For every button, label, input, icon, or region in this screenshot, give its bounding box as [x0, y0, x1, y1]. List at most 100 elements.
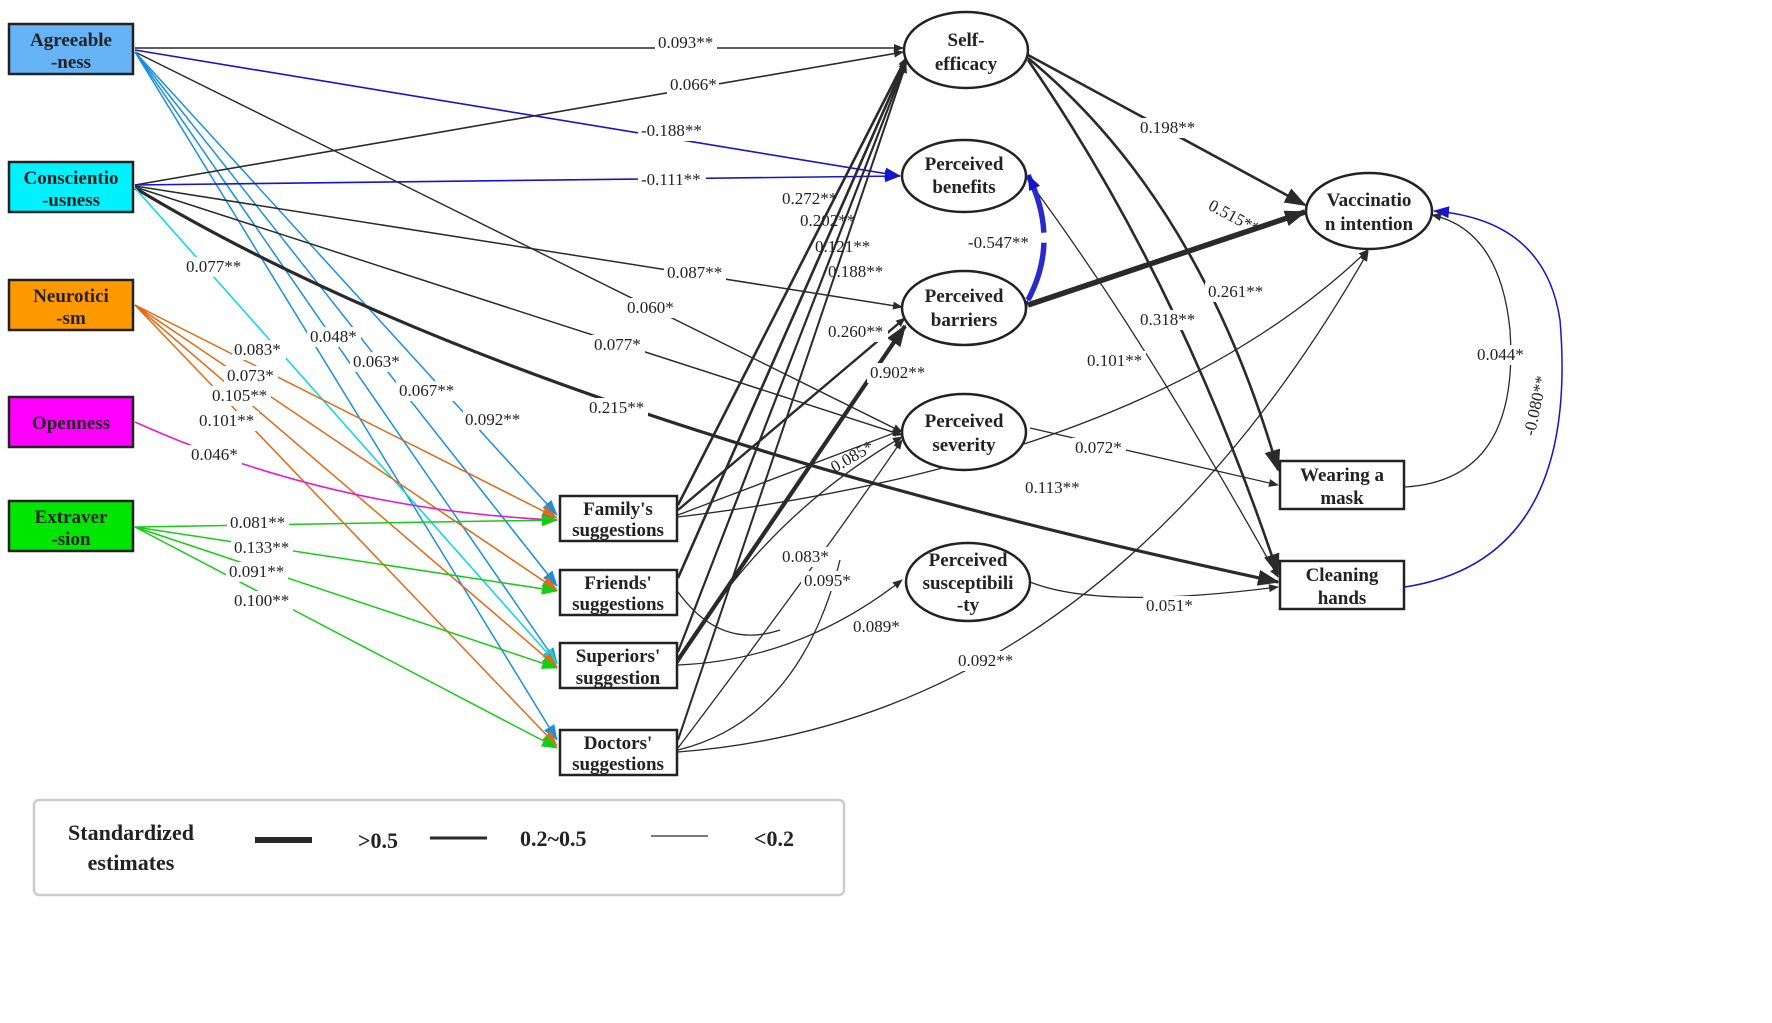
coef-selfefficacy-mask: 0.261**: [1208, 282, 1263, 301]
node-label: benefits: [932, 177, 995, 198]
node-vaccination-intention: Vaccinatio n intention: [1304, 171, 1434, 251]
legend-label-thin: <0.2: [754, 826, 794, 851]
edge-mask-vaccination: [1404, 213, 1512, 488]
coef-extra-superiors: 0.091**: [229, 562, 284, 581]
node-label: Openness: [32, 413, 110, 434]
coef-doctors-severity: 0.085*: [827, 437, 877, 477]
node-openness: Openness: [7, 395, 135, 449]
node-perceived-barriers: Perceived barriers: [900, 269, 1028, 347]
coef-barriers-vaccination: 0.515**: [1205, 196, 1263, 239]
node-perceived-severity: Perceived severity: [900, 392, 1028, 472]
node-label: Friends': [584, 573, 652, 594]
coef-superiors-severity: 0.902**: [870, 363, 925, 382]
node-label: Family's: [583, 499, 653, 520]
edge-neuro-superiors: [134, 304, 558, 668]
node-label: -sm: [56, 308, 86, 329]
node-cleaning-hands: Cleaning hands: [1278, 559, 1406, 611]
edge-friends-susceptibility: [677, 591, 781, 636]
edge-labels: 0.093** 0.066* -0.188** -0.111** 0.272**…: [183, 33, 1551, 671]
coef-benefits-hands: 0.101**: [1087, 351, 1142, 370]
edge-benefits-barriers: [1015, 173, 1047, 317]
node-perceived-susceptibility: Perceived susceptibili -ty: [904, 541, 1032, 623]
node-self-efficacy: Self- efficacy: [902, 10, 1030, 90]
node-doctors-suggestions: Doctors' suggestions: [558, 728, 679, 777]
edge-agree-benefits: [134, 49, 901, 180]
path-edges: [134, 44, 1563, 753]
edge-hands-vaccination: [1404, 206, 1563, 588]
node-label: Vaccinatio: [1327, 190, 1412, 211]
node-label: barriers: [931, 310, 997, 331]
edge-doctors-vaccination: [677, 251, 1369, 753]
coef-neuro-doctors: 0.101**: [199, 411, 254, 430]
node-agreeableness: Agreeable -ness: [7, 22, 135, 76]
node-label: efficacy: [935, 54, 998, 75]
edge-severity-mask: [1029, 427, 1279, 487]
legend-box: [32, 798, 846, 897]
coef-agree-severity: 0.060*: [627, 298, 674, 317]
node-label: severity: [932, 435, 996, 456]
legend-label-medium: 0.2~0.5: [520, 826, 586, 851]
edge-agree-superiors: [134, 51, 558, 664]
node-label: suggestions: [572, 520, 664, 541]
diagram-nodes: Agreeable -ness Conscientio -usness Neur…: [7, 10, 1434, 777]
coef-neuro-family: 0.083*: [234, 340, 281, 359]
coef-friends-selfefficacy: 0.202**: [800, 211, 855, 230]
node-label: Doctors': [584, 733, 653, 754]
coef-agree-selfefficacy: 0.093**: [658, 33, 713, 52]
edge-benefits-hands: [1027, 179, 1279, 578]
coef-agree-doctors: 0.063*: [353, 352, 400, 371]
node-label: Extraver: [35, 507, 108, 528]
coef-benefits-barriers: -0.547**: [968, 233, 1029, 252]
edge-extra-superiors: [134, 526, 558, 669]
coef-doctors-susceptibility: 0.095*: [804, 571, 851, 590]
legend: Standardized estimates >0.5 0.2~0.5 <0.2: [32, 798, 846, 897]
edge-doctors-selfefficacy: [677, 63, 907, 741]
edge-agree-family: [134, 51, 558, 516]
legend-title: estimates: [88, 850, 175, 875]
edge-open-family: [134, 421, 558, 526]
node-label: -usness: [42, 190, 100, 211]
coef-superiors-selfefficacy: 0.121**: [815, 237, 870, 256]
edge-family-severity: [677, 429, 903, 516]
node-label: suggestion: [576, 668, 661, 689]
node-label: -sion: [51, 529, 91, 550]
coef-family-vaccination: 0.113**: [1025, 478, 1080, 497]
edge-extra-doctors: [134, 526, 558, 749]
edge-susceptibility-hands: [1029, 581, 1279, 599]
node-neuroticism: Neurotici -sm: [7, 278, 135, 332]
node-superiors-suggestion: Superiors' suggestion: [558, 641, 679, 690]
edge-superiors-susceptibility: [677, 579, 903, 666]
coef-severity-mask: 0.072*: [1075, 438, 1122, 457]
legend-label-thick: >0.5: [358, 828, 398, 853]
node-label: Superiors': [576, 646, 660, 667]
edge-agree-severity: [134, 51, 903, 433]
coef-agree-family: 0.092**: [465, 410, 520, 429]
node-label: n intention: [1325, 214, 1414, 235]
edge-neuro-friends: [134, 304, 558, 591]
coef-consc-selfefficacy: 0.066*: [670, 75, 717, 94]
node-label: Neurotici: [33, 286, 109, 307]
edge-superiors-selfefficacy: [676, 61, 908, 653]
edge-agree-friends: [134, 51, 558, 587]
node-label: Perceived: [925, 286, 1004, 307]
node-label: susceptibili: [923, 573, 1014, 594]
edge-family-barriers: [677, 317, 906, 511]
coef-extra-friends: 0.133**: [234, 538, 289, 557]
edge-extra-family: [134, 514, 558, 528]
coef-hands-vaccination: -0.080**: [1520, 374, 1551, 438]
coef-consc-hands: 0.215**: [589, 398, 644, 417]
edge-agree-doctors: [134, 51, 558, 741]
node-label: Wearing a: [1300, 465, 1384, 486]
coef-susceptibility-hands: 0.051*: [1146, 596, 1193, 615]
edge-selfefficacy-mask: [1027, 56, 1281, 472]
edge-consc-barriers: [134, 185, 903, 310]
node-friends-suggestions: Friends' suggestions: [558, 568, 679, 617]
edge-selfefficacy-hands: [1026, 59, 1280, 576]
coef-extra-doctors: 0.100**: [234, 591, 289, 610]
edge-neuro-family: [134, 304, 558, 519]
coef-doctors-vaccination: 0.092**: [958, 651, 1013, 670]
coef-consc-severity: 0.077*: [594, 335, 641, 354]
node-label: Perceived: [925, 154, 1004, 175]
edge-family-selfefficacy: [676, 57, 908, 506]
